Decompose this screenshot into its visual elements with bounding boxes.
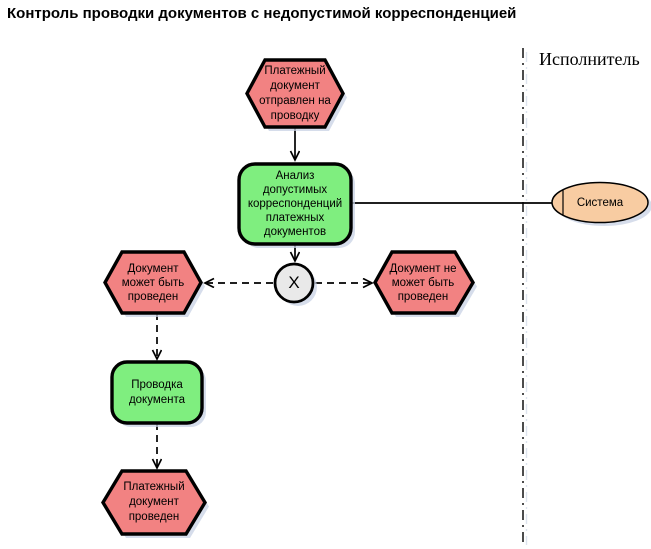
event-document-posted-label: Платежный документ проведен: [123, 481, 185, 523]
org-unit-system-shape: [551, 181, 649, 224]
event-can-be-posted-label: Документ может быть проведен: [121, 262, 185, 303]
xor-connector-shape: [273, 262, 315, 304]
function-analysis-shape: [237, 162, 353, 246]
function-analysis-label: Анализ допустимых корреспонденций платеж…: [247, 170, 343, 238]
xor-connector-label: X: [288, 273, 300, 292]
function-posting-shape: [110, 360, 204, 425]
diagram-title: Контроль проводки документов с недопусти…: [7, 5, 517, 22]
event-cannot-be-posted-shape: [373, 250, 475, 315]
event-can-be-posted-shape: [103, 250, 203, 315]
org-unit-system-label: Система: [576, 196, 624, 209]
event-document-posted-shape: [101, 469, 207, 536]
lane-label: Исполнитель: [539, 49, 640, 69]
event-cannot-be-posted-label: Документ не может быть проведен: [389, 262, 457, 303]
event-payment-sent-shape: [245, 58, 345, 129]
event-payment-sent-label: Платежный документ отправлен на проводку: [259, 64, 331, 122]
function-posting-label: Проводка документа: [128, 378, 186, 406]
